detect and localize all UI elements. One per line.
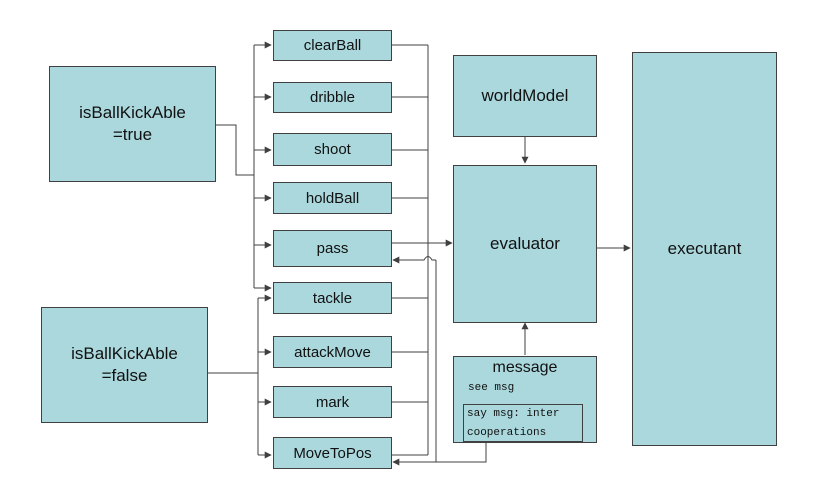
message-box: message see msg say msg: inter cooperati… [453,356,597,443]
action-dribble: dribble [273,82,392,113]
condition-kickable-false: isBallKickAble =false [41,307,208,423]
see-msg-label: see msg [468,382,515,394]
say-msg-box: say msg: inter cooperations [463,404,583,442]
evaluator-box: evaluator [453,165,597,323]
world-model-box: worldModel [453,55,597,137]
condition-line: isBallKickAble [79,103,186,122]
action-mark: mark [273,386,392,418]
action-shoot: shoot [273,133,392,166]
action-attackmove: attackMove [273,336,392,368]
action-pass: pass [273,230,392,267]
bus-kickable-true [216,124,254,176]
action-holdball: holdBall [273,182,392,214]
condition-kickable-true: isBallKickAble =true [49,66,216,182]
executant-box: executant [632,52,777,446]
condition-line: isBallKickAble [71,344,178,363]
message-title: message [492,359,558,376]
condition-value: =true [112,125,153,144]
action-tackle: tackle [273,282,392,314]
action-movetopos: MoveToPos [273,437,392,469]
say-msg-line-2: cooperations [467,427,547,439]
action-clearball: clearBall [273,30,392,61]
condition-value: =false [101,366,148,385]
say-msg-line: say msg: inter [467,408,560,420]
